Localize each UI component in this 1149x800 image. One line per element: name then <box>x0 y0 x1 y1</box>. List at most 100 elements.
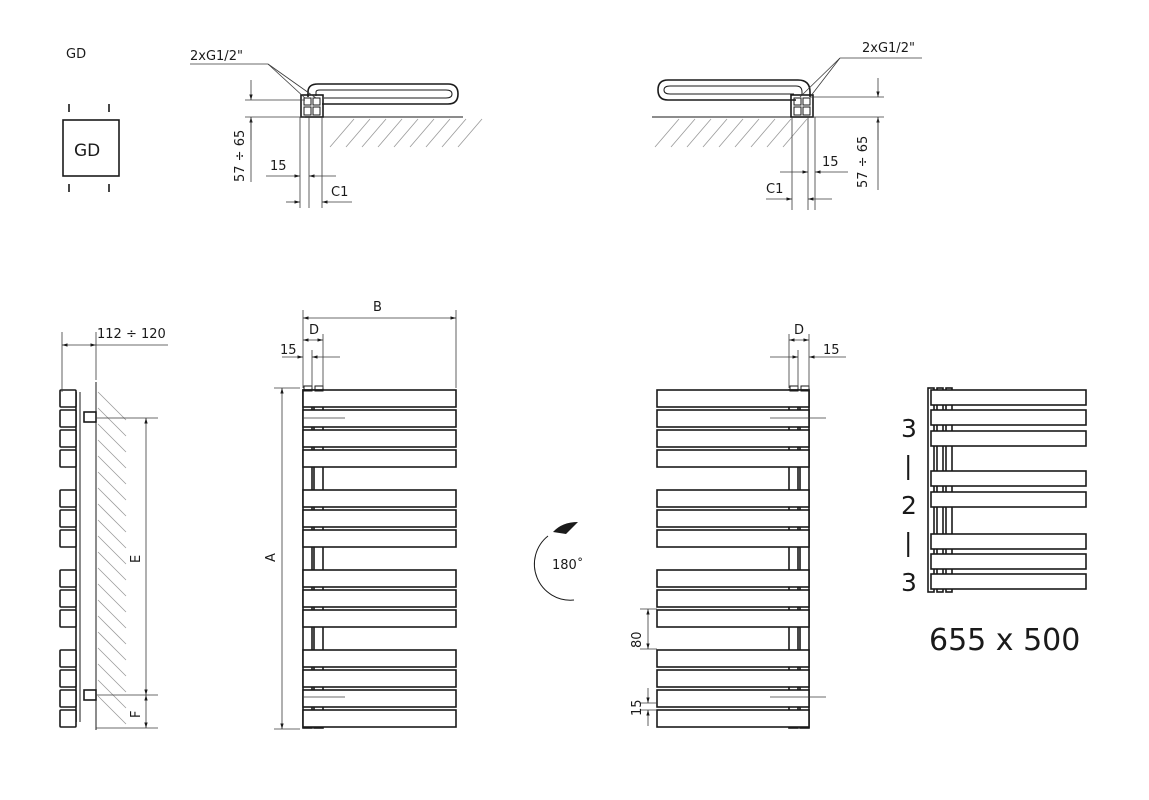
wall-hatch-line <box>97 471 127 501</box>
rear-bar <box>656 489 810 508</box>
dim-15-top-left: 15 <box>270 159 287 174</box>
front-bar <box>302 609 457 628</box>
wall-hatch-line <box>718 118 744 148</box>
front-bar <box>302 489 457 508</box>
side-bar-profile <box>59 389 77 408</box>
front-bar <box>302 569 457 588</box>
rear-bar <box>656 409 810 428</box>
dim-d-rear: D <box>794 323 804 338</box>
model-symbol-label: GD <box>74 141 100 161</box>
dim-15-bottom: 15 <box>630 699 645 716</box>
wall-hatch-line <box>97 423 127 453</box>
dim-f: F <box>129 711 144 718</box>
rear-bar <box>656 389 810 408</box>
front-bar <box>302 589 457 608</box>
group-sep-1: | <box>904 451 912 480</box>
dim-depth-side: 112 ÷ 120 <box>97 327 166 342</box>
side-bar-profile <box>59 649 77 668</box>
wall-hatch-line <box>766 118 792 148</box>
wall-hatch-line <box>97 695 127 725</box>
group-count-top: 3 <box>901 414 917 443</box>
dim-e: E <box>129 555 144 563</box>
rear-bar <box>656 689 810 708</box>
group-bar <box>930 430 1087 447</box>
top-view-right: 2xG1/2" 57 ÷ 65 15 C1 <box>652 41 922 210</box>
rear-bar <box>656 529 810 548</box>
connection-label-right: 2xG1/2" <box>862 41 915 56</box>
wall-hatch-line <box>97 583 127 613</box>
dim-15-top-right: 15 <box>822 155 839 170</box>
wall-hatch-line <box>425 118 451 148</box>
side-view: 112 ÷ 120 E F <box>59 327 168 730</box>
wall-hatch-line <box>97 487 127 517</box>
wall-hatch-line <box>670 118 696 148</box>
front-bar <box>302 449 457 468</box>
group-bar <box>930 389 1087 406</box>
wall-hatch-line <box>654 118 680 148</box>
group-bar <box>930 533 1087 550</box>
wall-hatch-line <box>329 118 355 148</box>
wall-hatch-line <box>97 647 127 677</box>
wall-hatch-line <box>97 567 127 597</box>
dim-a: A <box>264 553 279 562</box>
wall-hatch-line <box>409 118 435 148</box>
wall-hatch-line <box>97 551 127 581</box>
rotation-symbol: 180˚ <box>533 522 583 601</box>
wall-hatch-line <box>97 391 127 421</box>
side-bar-profile <box>59 589 77 608</box>
grouping-view: 3 | 2 | 3 655 x 500 <box>901 387 1087 658</box>
wall-hatch-line <box>97 679 127 709</box>
wall-hatch-line <box>97 535 127 565</box>
dim-wall-distance-left: 57 ÷ 65 <box>233 130 248 182</box>
group-bar <box>930 573 1087 590</box>
rear-bar <box>656 589 810 608</box>
front-bar <box>302 649 457 668</box>
model-code: GD <box>66 47 86 62</box>
group-count-bottom: 3 <box>901 568 917 597</box>
wall-hatch-line <box>345 118 371 148</box>
dim-c1-left: C1 <box>331 185 348 200</box>
dim-15-rear: 15 <box>823 343 840 358</box>
rear-bar <box>656 509 810 528</box>
group-sep-2: | <box>904 528 912 557</box>
wall-hatch-line <box>97 503 127 533</box>
dim-b: B <box>373 300 382 315</box>
dim-15-front: 15 <box>280 343 297 358</box>
dim-d-front: D <box>309 323 319 338</box>
side-bar-profile <box>59 409 77 428</box>
side-bar-profile <box>59 489 77 508</box>
side-bar-profile <box>59 669 77 688</box>
side-bar-profile <box>59 609 77 628</box>
group-bar <box>930 553 1087 570</box>
rear-bar <box>656 649 810 668</box>
model-symbol: GD <box>62 104 120 192</box>
rear-cap <box>800 385 810 392</box>
side-bar-profile <box>59 569 77 588</box>
front-bar <box>302 669 457 688</box>
rear-bar <box>656 609 810 628</box>
wall-hatch-line <box>702 118 728 148</box>
front-cap <box>303 385 313 392</box>
rear-bar <box>656 569 810 588</box>
wall-hatch-line <box>441 118 467 148</box>
connection-label-left: 2xG1/2" <box>190 49 243 64</box>
rear-bar <box>656 669 810 688</box>
side-bar-profile <box>59 509 77 528</box>
wall-hatch-line <box>734 118 760 148</box>
wall-hatch-line <box>686 118 712 148</box>
group-bar <box>930 491 1087 508</box>
size-label: 655 x 500 <box>929 623 1080 658</box>
wall-hatch-line <box>97 615 127 645</box>
rear-cap <box>789 385 799 392</box>
wall-hatch-line <box>97 599 127 629</box>
front-bar <box>302 529 457 548</box>
wall-hatch-line <box>97 439 127 469</box>
wall-hatch-line <box>750 118 776 148</box>
front-bar <box>302 709 457 728</box>
dim-c1-right: C1 <box>766 182 783 197</box>
side-bar-profile <box>59 709 77 728</box>
front-bar <box>302 429 457 448</box>
side-bar-profile <box>59 449 77 468</box>
wall-hatch-line <box>361 118 387 148</box>
